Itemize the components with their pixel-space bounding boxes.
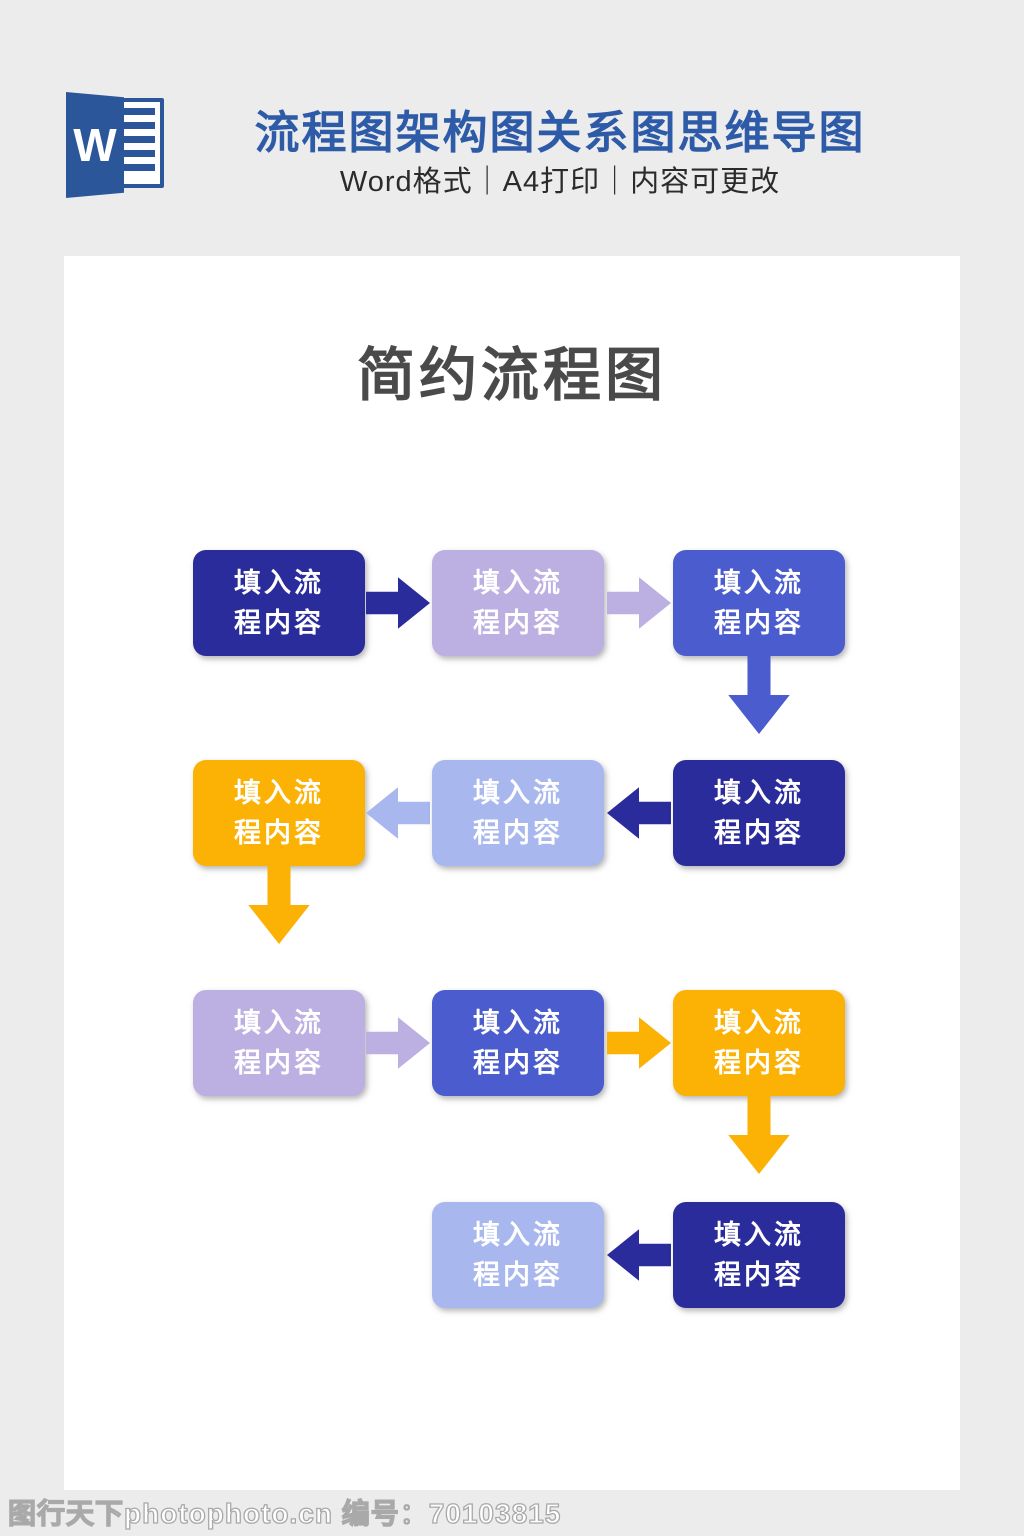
flow-box: 填入流程内容: [432, 550, 604, 656]
flow-box-label: 填入流程内容: [714, 568, 804, 638]
document-page: 简约流程图 填入流程内容 填入流程内容 填入流程内容 填入流程内容 填入流程内容…: [64, 256, 960, 1490]
flow-box: 填入流程内容: [673, 990, 845, 1096]
flow-box-label: 填入流程内容: [473, 778, 563, 848]
arrow-right-icon: [607, 1017, 671, 1069]
flow-box-label: 填入流程内容: [234, 778, 324, 848]
arrow-right-icon: [607, 577, 671, 629]
arrow-left-icon: [366, 787, 430, 839]
arrow-down-icon: [728, 1096, 790, 1174]
flow-box-label: 填入流程内容: [473, 1008, 563, 1078]
flowchart-title: 简约流程图: [356, 343, 667, 408]
word-blue-panel-icon: W: [66, 92, 124, 198]
flow-box: 填入流程内容: [673, 760, 845, 866]
arrow-left-icon: [607, 787, 671, 839]
flow-box-label: 填入流程内容: [473, 568, 563, 638]
flow-box-label: 填入流程内容: [473, 1220, 563, 1290]
flow-box-label: 填入流程内容: [714, 778, 804, 848]
arrow-right-icon: [366, 577, 430, 629]
header-title: 流程图架构图关系图思维导图: [254, 107, 866, 158]
arrow-right-icon: [366, 1017, 430, 1069]
word-logo-icon: W: [66, 88, 166, 198]
flow-box-label: 填入流程内容: [234, 1008, 324, 1078]
flow-box-label: 填入流程内容: [714, 1008, 804, 1078]
arrow-down-icon: [248, 866, 310, 944]
flow-box: 填入流程内容: [432, 990, 604, 1096]
site-watermark: 图行天下photophoto.cn 编号：70103815: [7, 1497, 562, 1529]
flow-box-label: 填入流程内容: [714, 1220, 804, 1290]
header-subtitle: Word格式｜A4打印｜内容可更改: [339, 166, 781, 198]
flow-box: 填入流程内容: [432, 760, 604, 866]
flow-box: 填入流程内容: [193, 550, 365, 656]
word-letter: W: [73, 119, 117, 171]
flow-box: 填入流程内容: [432, 1202, 604, 1308]
flow-box: 填入流程内容: [193, 760, 365, 866]
flow-box: 填入流程内容: [673, 550, 845, 656]
flow-box-label: 填入流程内容: [234, 568, 324, 638]
arrow-down-icon: [728, 656, 790, 734]
flow-box: 填入流程内容: [673, 1202, 845, 1308]
flow-box: 填入流程内容: [193, 990, 365, 1096]
arrow-left-icon: [607, 1229, 671, 1281]
